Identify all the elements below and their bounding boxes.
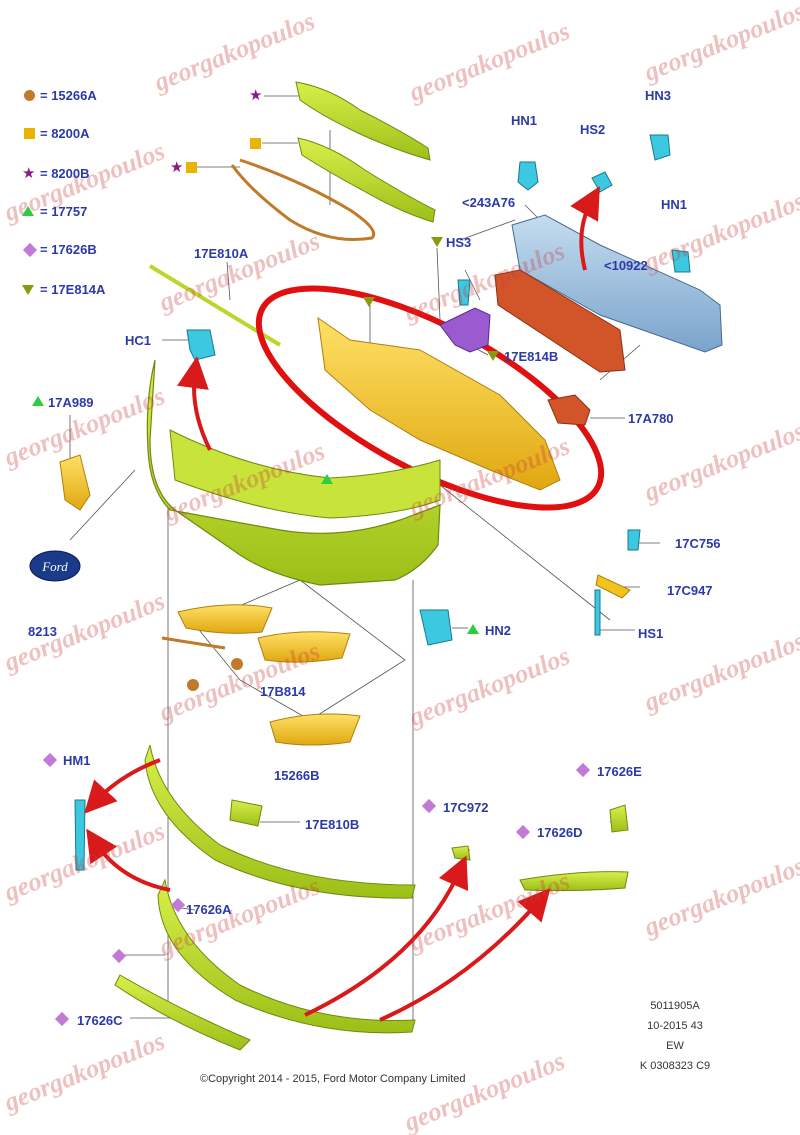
- callout-hs2: HS2: [580, 122, 606, 137]
- marker-star-icon: ★: [249, 87, 263, 104]
- grille-mesh: [297, 137, 436, 223]
- fog-bezel-right: [257, 631, 351, 663]
- clip-hn1-right: [671, 249, 691, 273]
- upper-grille: [295, 81, 431, 161]
- clip-hs3: [457, 279, 471, 306]
- marker-triangle-down-icon: [363, 297, 375, 307]
- ford-oval-badge: [29, 550, 81, 582]
- bracket-17c947: [595, 574, 631, 599]
- callout-hn1-right: HN1: [661, 197, 688, 212]
- marker-star-icon: ★: [170, 159, 184, 176]
- grille-insert-17e810b: [229, 799, 263, 827]
- callout-17c947: 17C947: [667, 583, 713, 598]
- clip-hn2: [419, 609, 453, 646]
- callout-17626a: 17626A: [186, 902, 232, 917]
- legend-triangle-down-icon: [22, 285, 34, 295]
- legend-star-icon: ★: [22, 165, 36, 182]
- callout-hn3: HN3: [645, 88, 672, 103]
- marker-triangle-up-icon: [32, 396, 44, 406]
- bracket-17a780: [547, 394, 591, 426]
- legend-label: = 17757: [40, 204, 88, 219]
- lower-grille-17e810b: [144, 744, 416, 899]
- callout-hs1: HS1: [638, 626, 664, 641]
- lower-lip-17626c: [114, 974, 251, 1051]
- meta-line: K 0308323 C9: [639, 1060, 711, 1072]
- fastener-15266a-2: [231, 658, 243, 670]
- bracket-17c972: [451, 845, 471, 861]
- bumper-cover-lip: [169, 429, 441, 519]
- legend-label: = 8200B: [40, 166, 90, 181]
- callout-hm1: HM1: [63, 753, 91, 768]
- fog-bezel-left-upper: [177, 604, 273, 634]
- ford-oval-text: Ford: [41, 559, 68, 574]
- meta-line: EW: [666, 1040, 684, 1052]
- clip-hn1-top: [517, 161, 539, 191]
- clip-hc1: [186, 329, 216, 361]
- callout-10922: <10922: [604, 258, 648, 273]
- clip-hs1: [594, 589, 601, 636]
- callout-15266b: 15266B: [274, 768, 320, 783]
- under-shield: [317, 316, 561, 491]
- meta-line: 5011905A: [650, 1000, 700, 1012]
- callout-17e814b: 17E814B: [504, 349, 559, 364]
- marker-triangle-down-icon: [431, 237, 443, 247]
- assembly-arrows: [84, 186, 600, 1022]
- legend-square-icon: [24, 128, 35, 139]
- left-reflector-17a989: [59, 454, 91, 511]
- legend-triangle-up-icon: [22, 206, 34, 216]
- bracket-17626e: [609, 804, 629, 833]
- callout-17626c: 17626C: [77, 1013, 123, 1028]
- legend-dot-icon: [24, 90, 35, 101]
- callout-17626d: 17626D: [537, 825, 583, 840]
- marker-square-icon: [186, 162, 197, 173]
- fastener-15266a-1: [187, 679, 199, 691]
- callout-hc1: HC1: [125, 333, 152, 348]
- legend-label: = 8200A: [40, 126, 90, 141]
- callout-hn1-top: HN1: [511, 113, 538, 128]
- callout-17c972: 17C972: [443, 800, 489, 815]
- fog-bezel-15266b: [269, 713, 361, 746]
- bumper-beam: [511, 214, 723, 353]
- lower-spoiler-17626a: [157, 878, 416, 1034]
- marker-triangle-down-icon: [487, 351, 499, 361]
- copyright-notice: ©Copyright 2014 - 2015, Ford Motor Compa…: [200, 1073, 466, 1085]
- callout-17a989: 17A989: [48, 395, 94, 410]
- callout-17e810a: 17E810A: [194, 246, 249, 261]
- clip-hm1: [74, 799, 86, 871]
- callout-17a780: 17A780: [628, 411, 674, 426]
- side-strip-17626d: [519, 871, 629, 892]
- energy-absorber: [494, 269, 626, 373]
- bracket-purple: [439, 307, 491, 353]
- clip-hn3: [649, 134, 671, 161]
- callout-8213: 8213: [28, 624, 57, 639]
- callout-243a76: <243A76: [462, 195, 516, 210]
- callout-17e810b: 17E810B: [305, 817, 360, 832]
- bumper-cover: [146, 359, 441, 586]
- grille-surround-seal: [230, 158, 376, 242]
- callout-17626e: 17626E: [597, 764, 642, 779]
- callout-hn2: HN2: [485, 623, 512, 638]
- marker-triangle-up-icon: [321, 474, 333, 484]
- marker-triangle-up-icon: [467, 624, 479, 634]
- clip-hs2: [591, 171, 613, 193]
- legend-label: = 17E814A: [40, 282, 106, 297]
- legend-label: = 15266A: [40, 88, 97, 103]
- callout-17c756: 17C756: [675, 536, 721, 551]
- callout-17b814: 17B814: [260, 684, 306, 699]
- legend-label: = 17626B: [40, 242, 97, 257]
- meta-line: 10-2015 43: [647, 1020, 703, 1032]
- clip-17c756: [627, 529, 641, 551]
- callout-hs3: HS3: [446, 235, 472, 250]
- fog-bezel-left-lower: [161, 636, 226, 650]
- marker-square-icon: [250, 138, 261, 149]
